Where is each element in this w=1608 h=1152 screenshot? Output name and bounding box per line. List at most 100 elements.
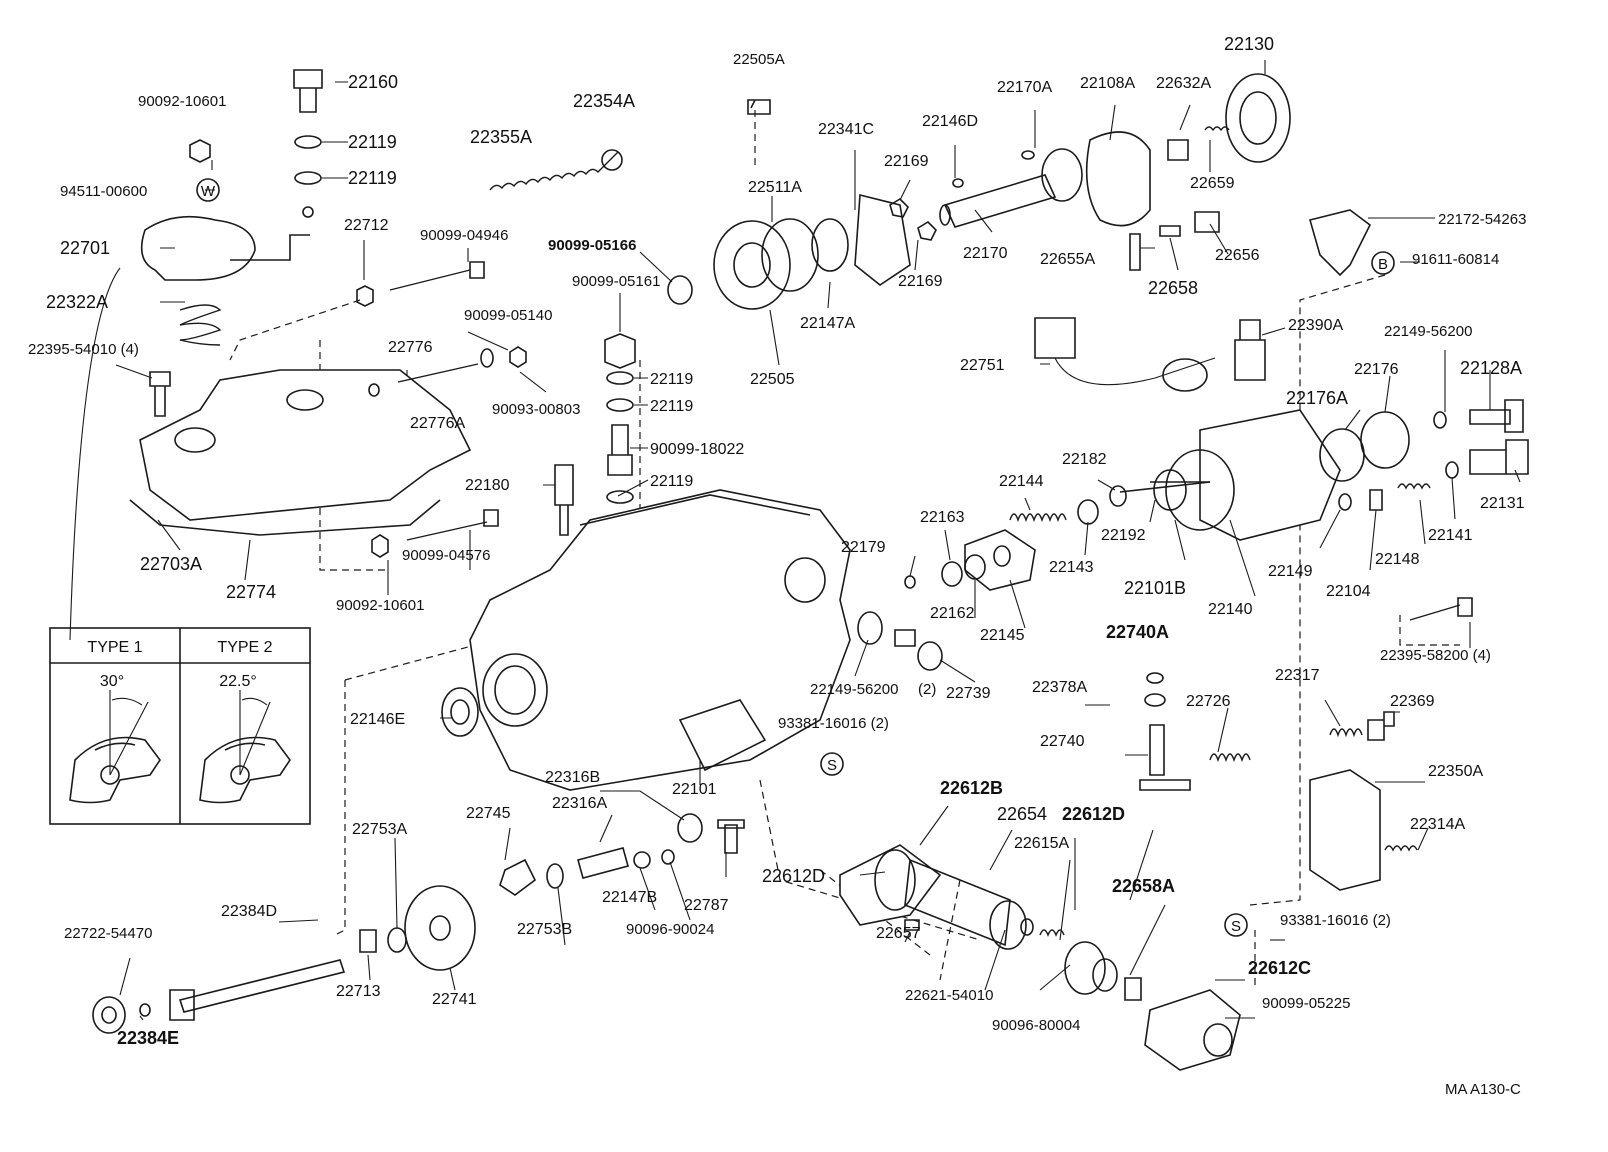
label-22751: 22751: [960, 357, 1005, 374]
label-22119-second: 22119: [348, 168, 397, 188]
label-90099-04576: 90099-04576: [402, 547, 490, 564]
s-symbol-circle-b: [1224, 913, 1248, 937]
label-22621-54010: 22621-54010: [905, 987, 993, 1004]
label-90099-05161: 90099-05161: [572, 273, 660, 290]
label-90092-10601-bottom: 90092-10601: [336, 597, 424, 614]
label-22170: 22170: [963, 245, 1008, 262]
label-22130: 22130: [1224, 34, 1274, 54]
label-22753B: 22753B: [517, 921, 572, 938]
label-22369: 22369: [1390, 693, 1435, 710]
b-symbol: B: [1378, 256, 1388, 273]
label-22355A: 22355A: [470, 127, 532, 147]
label-22726: 22726: [1186, 693, 1231, 710]
label-22395-54010: 22395-54010 (4): [28, 341, 139, 358]
label-22753A: 22753A: [352, 821, 407, 838]
w-symbol: W: [201, 183, 216, 200]
s-symbol-a: S: [827, 757, 837, 774]
label-22163: 22163: [920, 509, 965, 526]
label-22101B: 22101B: [1124, 578, 1186, 598]
label-90099-05166: 90099-05166: [548, 237, 636, 254]
label-22703A: 22703A: [140, 554, 202, 574]
label-22612B: 22612B: [940, 778, 1003, 798]
label-22179: 22179: [841, 539, 886, 556]
label-22739: 22739: [946, 685, 991, 702]
label-22146E: 22146E: [350, 711, 405, 728]
label-22341C: 22341C: [818, 121, 874, 138]
label-22316A: 22316A: [552, 795, 607, 812]
label-22322A: 22322A: [46, 292, 108, 312]
label-22505A: 22505A: [733, 51, 785, 68]
label-22378A: 22378A: [1032, 679, 1087, 696]
b-symbol-circle: [1371, 251, 1395, 275]
label-22172-54263: 22172-54263: [1438, 211, 1526, 228]
label-22108A: 22108A: [1080, 75, 1135, 92]
label-22776: 22776: [388, 339, 433, 356]
label-22505: 22505: [750, 371, 795, 388]
label-22745: 22745: [466, 805, 511, 822]
label-90093-00803: 90093-00803: [492, 401, 580, 418]
label-22160: 22160: [348, 72, 398, 92]
label-90099-05225: 90099-05225: [1262, 995, 1350, 1012]
label-22149: 22149: [1268, 563, 1313, 580]
label-22176: 22176: [1354, 361, 1399, 378]
label-22119-e: 22119: [650, 473, 693, 490]
label-22612D-b: 22612D: [762, 866, 825, 886]
label-22774: 22774: [226, 582, 276, 602]
label-22145: 22145: [980, 627, 1025, 644]
label-22612D-a: 22612D: [1062, 804, 1125, 824]
type-inset: TYPE 1 TYPE 2 30° 22.5°: [49, 627, 311, 825]
label-22712: 22712: [344, 217, 389, 234]
label-90099-05140: 90099-05140: [464, 307, 552, 324]
type2-sketch: [199, 690, 291, 804]
part-labels: 22160 90092-10601 22119 22119 94511-0060…: [28, 34, 1526, 1098]
label-22192: 22192: [1101, 527, 1146, 544]
label-93381-16016-a: 93381-16016 (2): [778, 715, 889, 732]
label-22350A: 22350A: [1428, 763, 1483, 780]
label-22722-54470: 22722-54470: [64, 925, 152, 942]
type1-title: TYPE 1: [87, 639, 142, 656]
circled-symbols: W B S S: [196, 178, 1395, 937]
label-22104: 22104: [1326, 583, 1371, 600]
label-qty-2: (2): [918, 681, 936, 698]
label-22146D: 22146D: [922, 113, 978, 130]
label-90099-18022: 90099-18022: [650, 441, 744, 458]
label-22169-bottom: 22169: [898, 273, 943, 290]
label-22101: 22101: [672, 781, 717, 798]
label-22701: 22701: [60, 238, 110, 258]
label-22615A: 22615A: [1014, 835, 1069, 852]
label-22170A: 22170A: [997, 79, 1052, 96]
label-22169-top: 22169: [884, 153, 929, 170]
label-22162: 22162: [930, 605, 975, 622]
label-22776A: 22776A: [410, 415, 465, 432]
label-90099-04946: 90099-04946: [420, 227, 508, 244]
label-22144: 22144: [999, 473, 1044, 490]
label-22147B: 22147B: [602, 889, 657, 906]
type2-angle: 22.5°: [219, 673, 257, 690]
label-22654: 22654: [997, 804, 1047, 824]
label-22741: 22741: [432, 991, 477, 1008]
label-22740A: 22740A: [1106, 622, 1169, 642]
label-22390A: 22390A: [1288, 317, 1343, 334]
type2-title: TYPE 2: [217, 639, 272, 656]
label-22148: 22148: [1375, 551, 1420, 568]
label-22787: 22787: [684, 897, 729, 914]
label-22317: 22317: [1275, 667, 1320, 684]
label-22384D: 22384D: [221, 903, 277, 920]
type1-sketch: [69, 690, 161, 804]
label-22131: 22131: [1480, 495, 1525, 512]
label-22655A: 22655A: [1040, 251, 1095, 268]
label-90096-90024: 90096-90024: [626, 921, 714, 938]
label-22119-d: 22119: [650, 398, 693, 415]
type1-angle: 30°: [100, 673, 124, 690]
label-22612C: 22612C: [1248, 958, 1311, 978]
label-22740: 22740: [1040, 733, 1085, 750]
label-22119-top: 22119: [348, 132, 397, 152]
label-22656: 22656: [1215, 247, 1260, 264]
label-22511A: 22511A: [748, 179, 802, 196]
label-22140: 22140: [1208, 601, 1253, 618]
label-94511-00600: 94511-00600: [60, 183, 147, 200]
label-22147A: 22147A: [800, 315, 855, 332]
label-22658: 22658: [1148, 278, 1198, 298]
label-22149-56200-top: 22149-56200: [1384, 323, 1472, 340]
